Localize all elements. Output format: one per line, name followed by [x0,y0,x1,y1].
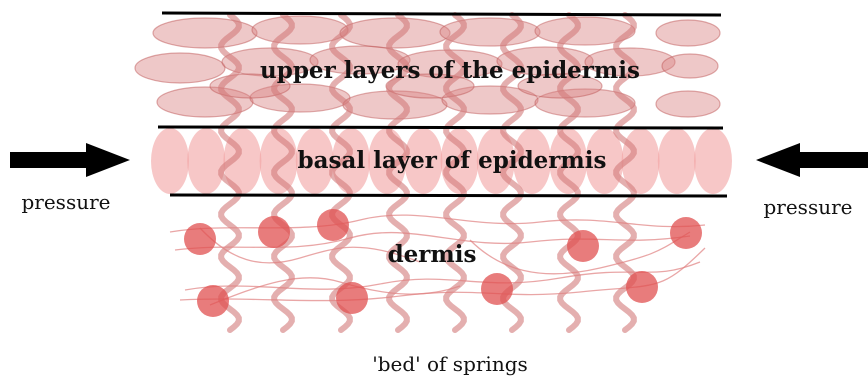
upper-cell [440,18,540,46]
dermis-cell [317,209,349,241]
dermis-cell [184,223,216,255]
basal-layer-label: basal layer of epidermis [298,147,607,174]
dermis-cell [481,273,513,305]
pressure-label-right: pressure [763,195,852,219]
dermis-cell [258,216,290,248]
upper-cell [340,18,450,48]
dermis-cell [567,230,599,262]
upper-cell [662,54,718,78]
basal-cell [187,128,225,194]
basal-cell [658,128,696,194]
springs-caption: 'bed' of springs [372,352,528,376]
dermis-cell [626,271,658,303]
upper-cell [656,20,720,46]
pressure-arrow-left [10,143,130,177]
dermis-cell [670,217,702,249]
basal-cell [694,128,732,194]
pressure-arrow-right [756,143,868,177]
dermis-label: dermis [388,241,477,268]
upper-cell [656,91,720,117]
basal-dermis-boundary-line [170,195,727,196]
dermis-cell [336,282,368,314]
upper-cell [153,18,257,48]
upper-cell [135,53,225,83]
basal-cell [151,128,189,194]
top-boundary-line [162,13,721,15]
dermis-cell [197,285,229,317]
upper-epidermis-label: upper layers of the epidermis [260,57,640,84]
upper-basal-boundary-line [158,127,723,128]
pressure-label-left: pressure [21,190,110,214]
dermis-fiber [170,215,705,232]
